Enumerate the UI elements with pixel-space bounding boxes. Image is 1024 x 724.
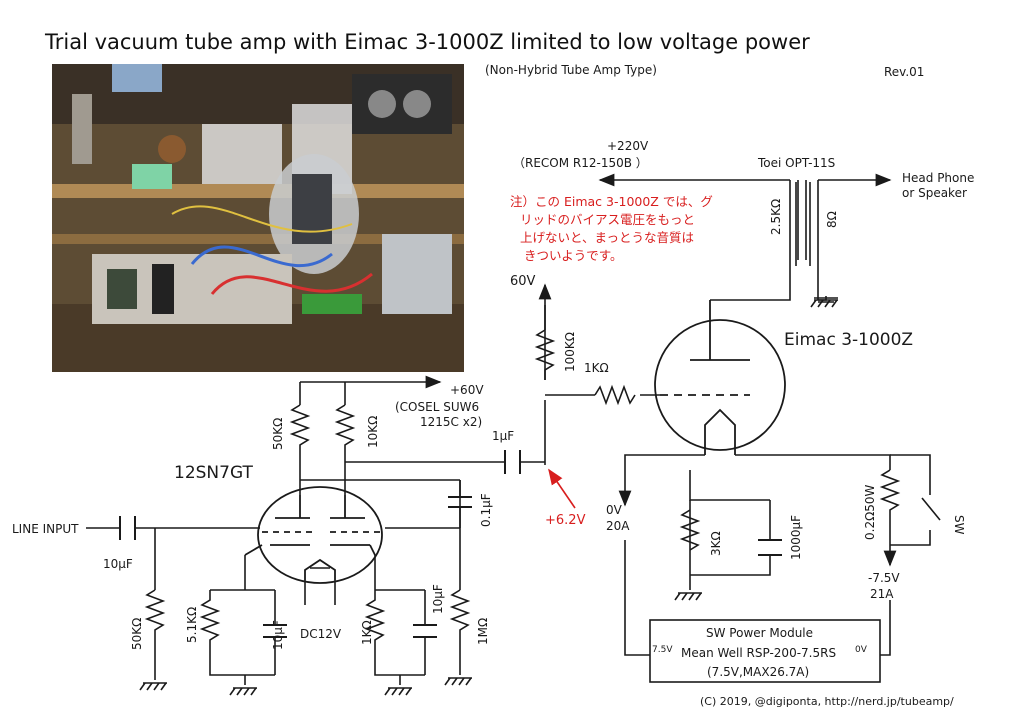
note-line-4: きついようです。 <box>524 248 623 263</box>
label-1k-grid: 1KΩ <box>584 361 609 375</box>
page-title: Trial vacuum tube amp with Eimac 3-1000Z… <box>45 30 810 54</box>
wires <box>86 173 941 685</box>
ground-icon <box>674 592 702 601</box>
resistor-50k-bottom <box>144 589 166 640</box>
psu-line2: Mean Well RSP-200-7.5RS <box>681 646 836 660</box>
label-eimac: Eimac 3-1000Z <box>784 330 913 350</box>
eimac-tube-symbol <box>654 300 786 455</box>
label-line-input: LINE INPUT <box>12 522 79 536</box>
note-line-2: リッドのバイアス電圧をもっと <box>520 212 695 227</box>
label-6p2v: +6.2V <box>545 513 586 528</box>
label-12sn7: 12SN7GT <box>174 463 254 483</box>
psu-right-voltage: 0V <box>855 645 868 655</box>
label-plus60v: +60V <box>450 383 484 397</box>
label-0p1uf: 0.1μF <box>479 493 493 527</box>
japanese-note: 注）この Eimac 3-1000Z では、グ リッドのバイアス電圧をもっと 上… <box>510 194 713 263</box>
psu-line1: SW Power Module <box>706 626 813 640</box>
labels: (Non-Hybrid Tube Amp Type) Rev.01 +220V … <box>12 63 974 708</box>
label-cosel2: 1215C x2) <box>420 415 482 429</box>
resistor-3k <box>679 509 701 551</box>
label-10k: 10KΩ <box>366 416 380 448</box>
12sn7-tube-symbol <box>244 486 383 584</box>
label-minus7p5v: -7.5V <box>868 571 900 585</box>
ground-icon <box>810 299 838 308</box>
label-10uf-a: 10μF <box>271 620 285 650</box>
label-220v: +220V <box>607 139 649 153</box>
power-module-box <box>649 619 881 683</box>
amplifier-prototype-photo <box>52 64 464 372</box>
label-1000uf: 1000μF <box>789 515 803 560</box>
label-dc12v: DC12V <box>300 627 342 641</box>
ground-symbols <box>139 299 838 696</box>
label-1uf: 1μF <box>492 429 514 443</box>
resistor-10k <box>334 404 356 455</box>
label-1m: 1MΩ <box>476 618 490 645</box>
label-headphone: Head Phone <box>902 171 974 185</box>
copyright: (C) 2019, @digiponta, http://nerd.jp/tub… <box>700 695 954 708</box>
label-secondary: 8Ω <box>825 211 839 228</box>
resistor-5k1 <box>199 590 221 665</box>
ground-icon <box>229 687 257 696</box>
resistor-1k-grid <box>594 384 636 406</box>
resistor-1k-cathode <box>364 590 386 665</box>
label-50k-bottom: 50KΩ <box>130 618 144 650</box>
label-cosel: (COSEL SUW6 <box>395 400 479 414</box>
note-line-1: 注）この Eimac 3-1000Z では、グ <box>510 194 713 209</box>
voltage-pointer-arrow <box>548 468 576 509</box>
label-10uf-b: 10μF <box>431 584 445 614</box>
label-recom: （RECOM R12-150B ） <box>513 156 648 170</box>
label-3k: 3KΩ <box>709 531 723 556</box>
ground-icon <box>444 677 472 686</box>
label-21a: 21A <box>870 587 894 601</box>
label-1k-cathode: 1KΩ <box>360 620 374 645</box>
label-0v: 0V <box>606 503 623 517</box>
label-primary: 2.5KΩ <box>769 199 783 235</box>
label-100k: 100KΩ <box>563 332 577 372</box>
resistor-0p2 <box>879 469 901 540</box>
resistor-100k <box>534 329 556 380</box>
label-transformer: Toei OPT-11S <box>757 156 835 170</box>
label-10uf-input: 10μF <box>103 557 133 571</box>
resistor-1m <box>449 589 471 640</box>
resistor-50k-top <box>289 404 311 455</box>
label-5k1: 5.1KΩ <box>185 607 199 643</box>
note-line-3: 上げないと、まっとうな音質は <box>520 230 694 245</box>
ground-icon <box>139 682 167 691</box>
ground-icon <box>384 687 412 696</box>
label-60v: 60V <box>510 274 536 289</box>
subtitle: (Non-Hybrid Tube Amp Type) <box>485 63 657 77</box>
label-speaker: or Speaker <box>902 186 967 200</box>
photo-illustration <box>52 64 464 372</box>
resistors <box>144 305 901 665</box>
label-20a: 20A <box>606 519 630 533</box>
label-sw: SW <box>952 515 966 535</box>
transformer-core <box>795 182 811 266</box>
psu-left-voltage: 7.5V <box>652 645 673 655</box>
revision: Rev.01 <box>884 65 924 79</box>
label-0p2ohm: 0.2Ω50W <box>863 484 877 540</box>
psu-line3: (7.5V,MAX26.7A) <box>707 665 809 679</box>
label-50k-top: 50KΩ <box>271 418 285 450</box>
